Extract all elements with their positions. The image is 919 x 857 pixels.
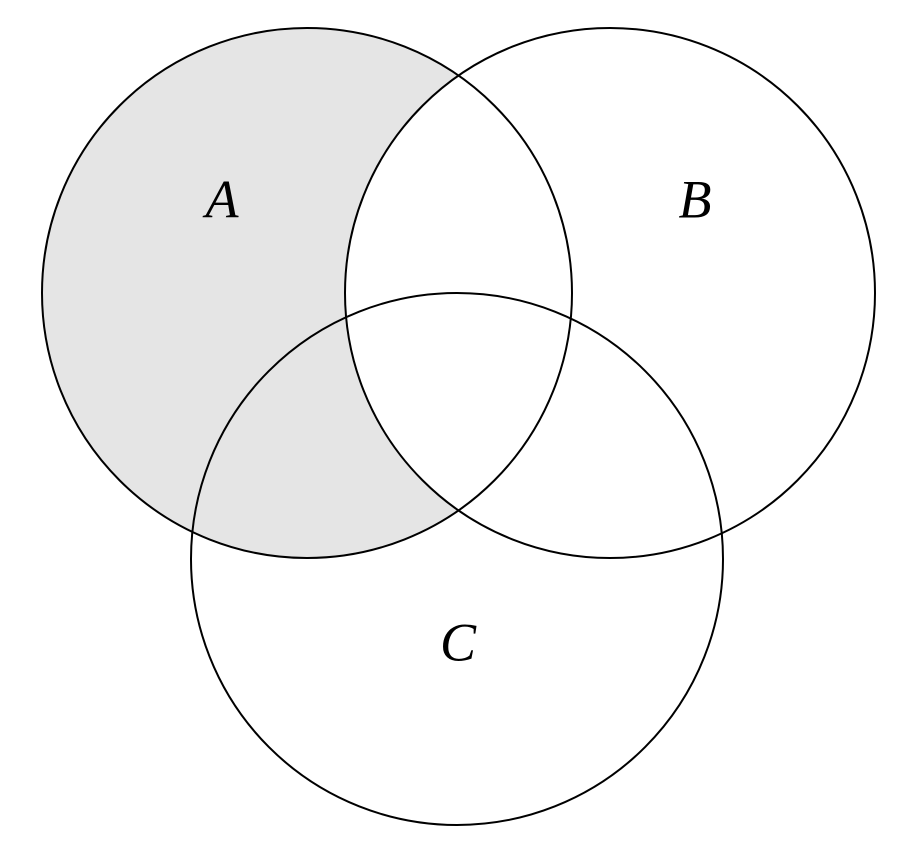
circle-outline-a[interactable]	[41, 27, 573, 559]
circle-outline-c[interactable]	[190, 292, 724, 826]
set-label-b: B	[679, 169, 712, 229]
set-label-c: C	[440, 612, 477, 672]
circle-outline-b[interactable]	[344, 27, 876, 559]
set-label-a: A	[203, 169, 240, 229]
